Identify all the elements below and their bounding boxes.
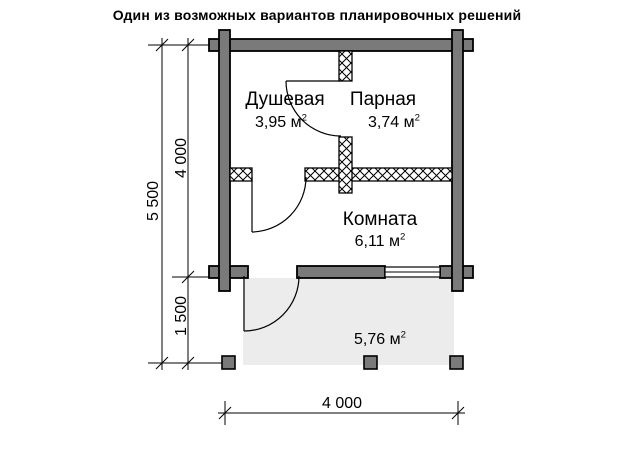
bottom-wall-center (296, 265, 386, 279)
room-area-living: 6,11 м2 (354, 231, 406, 250)
dim-label-upper-height: 4 000 (173, 137, 190, 179)
partition-wall-lower (338, 136, 353, 194)
doors (243, 80, 342, 332)
exterior-wall-left (218, 29, 231, 292)
dim-tick (181, 270, 195, 284)
dim-tick (155, 356, 169, 370)
room-label-living: Комната (342, 209, 418, 230)
window (384, 266, 441, 278)
room-area-steam: 3,74 м2 (368, 112, 420, 131)
dim-tick (451, 406, 465, 420)
terrace-posts (221, 355, 464, 370)
exterior-wall-top (208, 38, 474, 52)
door-living-room (251, 176, 307, 233)
terrace-post-left (221, 355, 236, 370)
interior-wall-horizontal (304, 167, 453, 182)
door-terrace (243, 275, 300, 332)
room-label-steam: Парная (349, 89, 417, 110)
exterior-walls (208, 29, 474, 292)
dim-tick (218, 406, 232, 420)
exterior-wall-right (451, 29, 464, 292)
terrace-floor (243, 278, 454, 365)
room-area-terrace: 5,76 м2 (354, 329, 406, 348)
partition-wall-upper (338, 50, 353, 82)
dim-label-lower-height: 1 500 (173, 295, 190, 337)
dim-label-width: 4 000 (321, 395, 363, 412)
dim-tick (181, 38, 195, 52)
interior-walls (229, 50, 453, 194)
terrace-post-right (449, 355, 464, 370)
interior-wall-left-stub (229, 167, 253, 182)
dim-label-total-height: 5 500 (145, 180, 162, 222)
dimension-lines (148, 38, 465, 425)
dim-tick (181, 356, 195, 370)
drawing-title: Один из возможных вариантов планировочны… (112, 7, 522, 23)
door-shower-steam (285, 80, 342, 137)
room-label-shower: Душевая (245, 89, 325, 110)
dim-tick (155, 38, 169, 52)
terrace-post-center (363, 355, 378, 370)
room-area-shower: 3,95 м2 (255, 112, 307, 131)
